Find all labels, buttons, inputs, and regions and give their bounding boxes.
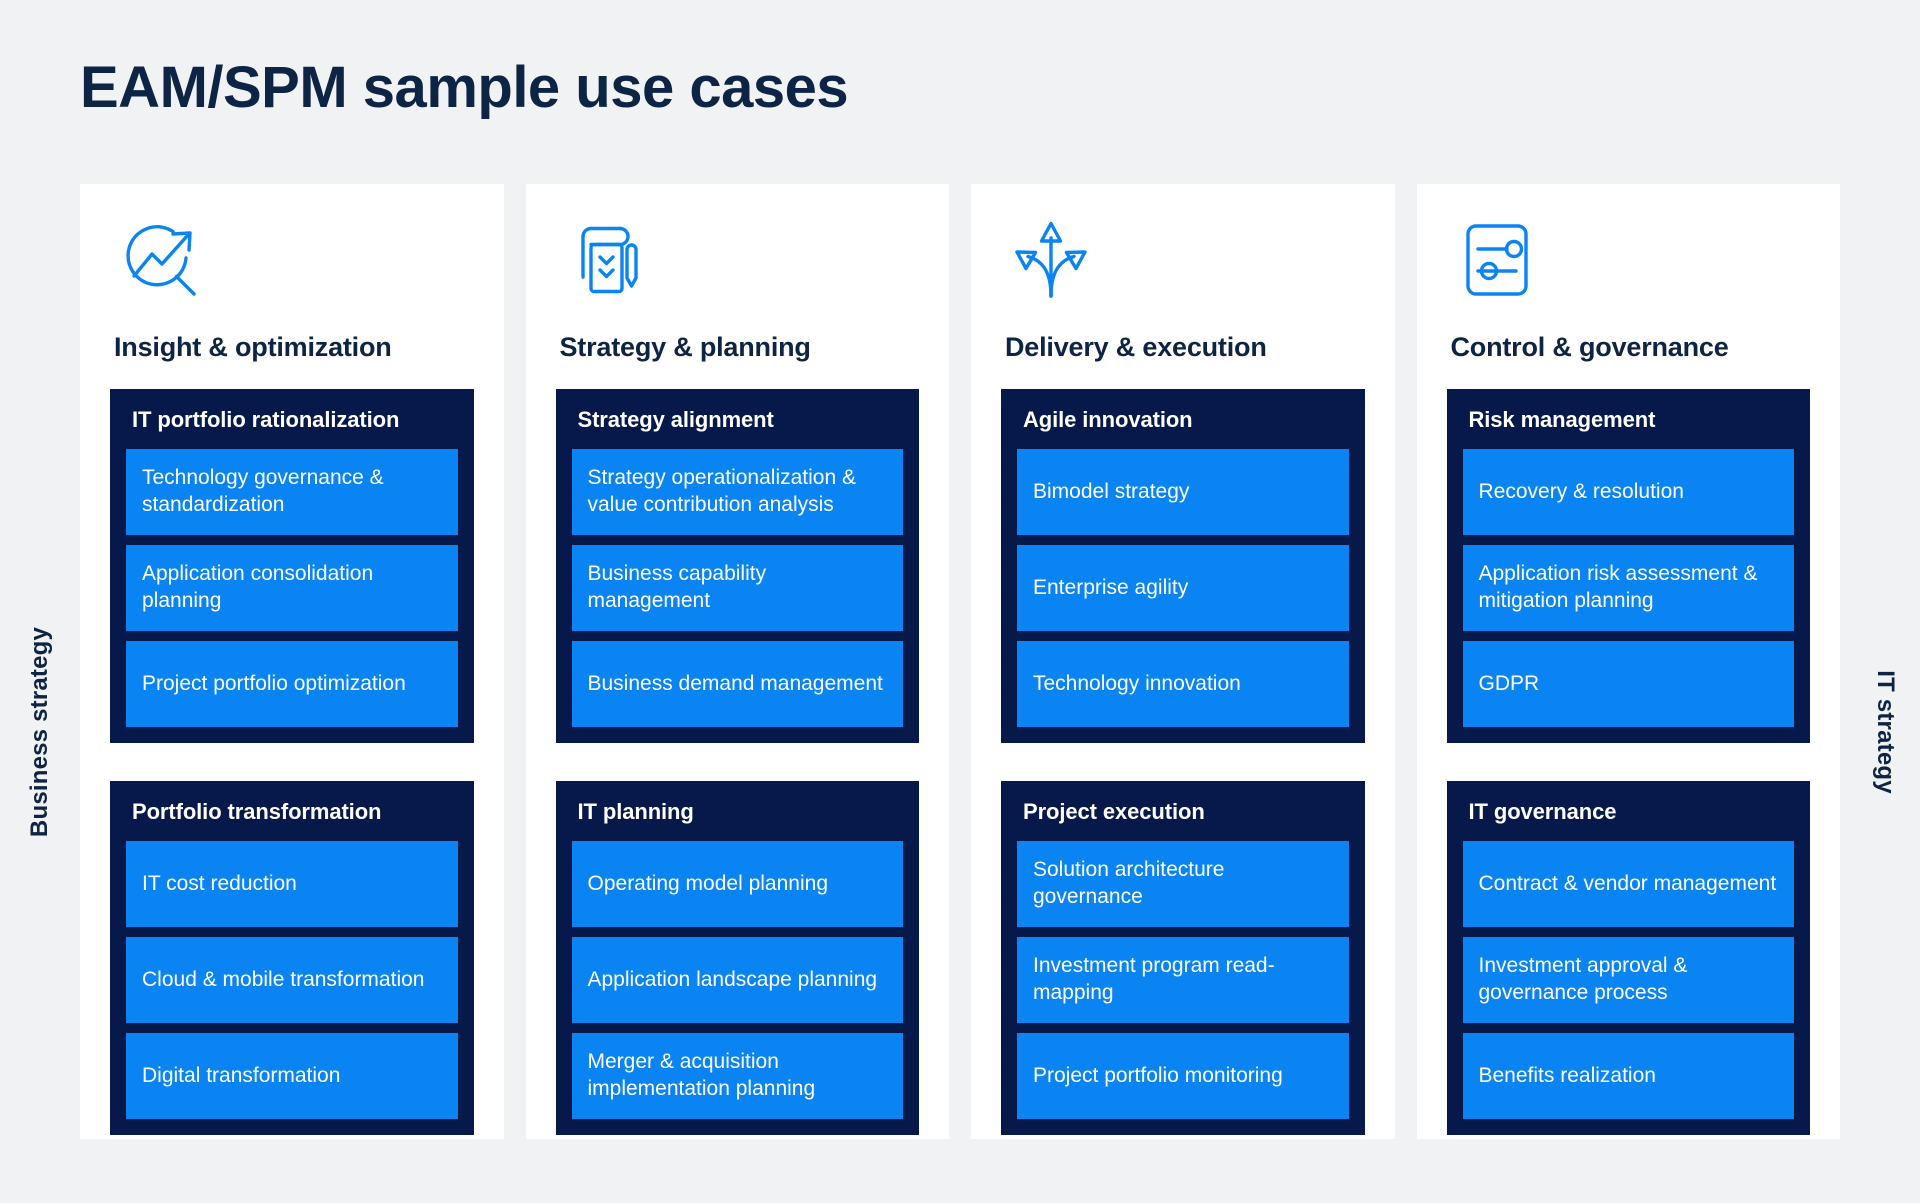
use-case-item[interactable]: Cloud & mobile transformation bbox=[126, 937, 458, 1023]
use-case-item[interactable]: Project portfolio monitoring bbox=[1017, 1033, 1349, 1119]
use-case-item[interactable]: Application landscape planning bbox=[571, 937, 903, 1023]
use-case-label: Solution architecture governance bbox=[1033, 858, 1225, 908]
use-case-label: Business demand management bbox=[587, 671, 883, 695]
use-case-label: Enterprise agility bbox=[1033, 575, 1189, 599]
group-title: Strategy alignment bbox=[577, 407, 774, 432]
column-card-delivery-execution: Delivery & execution Agile innovation Bi… bbox=[971, 184, 1395, 1139]
use-case-item[interactable]: Investment approval & governance process bbox=[1462, 937, 1794, 1023]
use-case-item[interactable]: Benefits realization bbox=[1462, 1033, 1794, 1119]
use-case-item[interactable]: Business demand management bbox=[571, 641, 903, 727]
group-title: IT governance bbox=[1468, 799, 1617, 824]
use-case-item[interactable]: Strategy operationalization & value cont… bbox=[571, 449, 903, 535]
use-case-item[interactable]: Application risk assessment & mitigation… bbox=[1462, 545, 1794, 631]
column-card-strategy-planning: Strategy & planning Strategy alignment S… bbox=[525, 184, 949, 1139]
use-case-item[interactable]: Application consolidation planning bbox=[126, 545, 458, 631]
group-title: Portfolio transformation bbox=[132, 799, 382, 824]
groups: Risk management Recovery & resolution Ap… bbox=[1446, 389, 1810, 1135]
use-case-label: Investment program read-mapping bbox=[1033, 954, 1275, 1004]
use-case-item[interactable]: Bimodel strategy bbox=[1017, 449, 1349, 535]
use-case-item[interactable]: Technology governance & standardization bbox=[126, 449, 458, 535]
use-case-item[interactable]: Digital transformation bbox=[126, 1033, 458, 1119]
use-case-item[interactable]: Recovery & resolution bbox=[1462, 449, 1794, 535]
use-case-item[interactable]: Technology innovation bbox=[1017, 641, 1349, 727]
group-items: IT cost reduction Cloud & mobile transfo… bbox=[126, 841, 458, 1119]
column-card-control-governance: Control & governance Risk management Rec… bbox=[1416, 184, 1840, 1139]
group-it-portfolio-rationalization: IT portfolio rationalization Technology … bbox=[110, 389, 474, 743]
use-case-label: Business capability management bbox=[587, 562, 767, 612]
column-heading: Delivery & execution bbox=[1005, 332, 1267, 362]
use-case-label: Contract & vendor management bbox=[1478, 871, 1777, 895]
use-case-item[interactable]: GDPR bbox=[1462, 641, 1794, 727]
use-case-label: Cloud & mobile transformation bbox=[142, 967, 425, 991]
group-strategy-alignment: Strategy alignment Strategy operationali… bbox=[555, 389, 919, 743]
notepad-pen-icon bbox=[560, 214, 920, 306]
group-risk-management: Risk management Recovery & resolution Ap… bbox=[1446, 389, 1810, 743]
group-title: IT portfolio rationalization bbox=[132, 407, 400, 432]
use-case-label: Merger & acquisition implementation plan… bbox=[587, 1050, 816, 1100]
column-heading: Insight & optimization bbox=[114, 332, 392, 362]
use-case-label: Technology governance & standardization bbox=[142, 466, 384, 516]
trend-analysis-icon bbox=[114, 214, 474, 306]
group-agile-innovation: Agile innovation Bimodel strategy Enterp… bbox=[1001, 389, 1365, 743]
group-portfolio-transformation: Portfolio transformation IT cost reducti… bbox=[110, 781, 474, 1135]
axis-label-business-strategy: Business strategy bbox=[26, 626, 53, 838]
use-case-label: Benefits realization bbox=[1478, 1063, 1656, 1087]
use-case-item[interactable]: IT cost reduction bbox=[126, 841, 458, 927]
group-title: IT planning bbox=[577, 799, 694, 824]
use-case-item[interactable]: Operating model planning bbox=[571, 841, 903, 927]
use-case-label: Investment approval & governance process bbox=[1478, 954, 1688, 1004]
use-case-item[interactable]: Enterprise agility bbox=[1017, 545, 1349, 631]
column-card-insight-optimization: Insight & optimization IT portfolio rati… bbox=[80, 184, 504, 1139]
use-case-item[interactable]: Merger & acquisition implementation plan… bbox=[571, 1033, 903, 1119]
group-items: Strategy operationalization & value cont… bbox=[571, 449, 903, 727]
use-case-label: Project portfolio monitoring bbox=[1033, 1063, 1283, 1087]
settings-sliders-icon bbox=[1451, 214, 1811, 306]
use-case-item[interactable]: Investment program read-mapping bbox=[1017, 937, 1349, 1023]
use-case-label: Application risk assessment & mitigation… bbox=[1478, 562, 1758, 612]
group-title: Risk management bbox=[1468, 407, 1656, 432]
use-case-item[interactable]: Business capability management bbox=[571, 545, 903, 631]
group-items: Recovery & resolution Application risk a… bbox=[1462, 449, 1794, 727]
use-case-label: Application landscape planning bbox=[587, 967, 878, 991]
use-case-label: Operating model planning bbox=[587, 871, 829, 895]
group-project-execution: Project execution Solution architecture … bbox=[1001, 781, 1365, 1135]
use-case-label: Project portfolio optimization bbox=[142, 671, 406, 695]
group-title: Agile innovation bbox=[1023, 407, 1193, 432]
use-case-label: Technology innovation bbox=[1033, 671, 1241, 695]
use-case-item[interactable]: Contract & vendor management bbox=[1462, 841, 1794, 927]
column-heading: Control & governance bbox=[1450, 332, 1729, 362]
group-title: Project execution bbox=[1023, 799, 1205, 824]
use-case-item[interactable]: Solution architecture governance bbox=[1017, 841, 1349, 927]
group-items: Technology governance & standardization … bbox=[126, 449, 458, 727]
group-items: Bimodel strategy Enterprise agility Tech… bbox=[1017, 449, 1349, 727]
use-case-item[interactable]: Project portfolio optimization bbox=[126, 641, 458, 727]
use-case-label: Digital transformation bbox=[142, 1063, 341, 1087]
use-case-label: Application consolidation planning bbox=[142, 562, 374, 612]
use-case-label: IT cost reduction bbox=[142, 871, 297, 895]
page-title: EAM/SPM sample use cases bbox=[80, 55, 849, 120]
use-case-label: Recovery & resolution bbox=[1478, 479, 1684, 503]
columns-container: Insight & optimization IT portfolio rati… bbox=[80, 184, 1840, 1139]
column-heading: Strategy & planning bbox=[559, 332, 811, 362]
group-items: Operating model planning Application lan… bbox=[571, 841, 903, 1119]
group-it-planning: IT planning Operating model planning App… bbox=[555, 781, 919, 1135]
group-it-governance: IT governance Contract & vendor manageme… bbox=[1446, 781, 1810, 1135]
group-items: Contract & vendor management Investment … bbox=[1462, 841, 1794, 1119]
group-items: Solution architecture governance Investm… bbox=[1017, 841, 1349, 1119]
use-case-label: Bimodel strategy bbox=[1033, 479, 1190, 503]
axis-label-it-strategy: IT strategy bbox=[1872, 670, 1899, 794]
groups: Strategy alignment Strategy operationali… bbox=[555, 389, 919, 1135]
use-case-label: GDPR bbox=[1478, 671, 1540, 695]
diverging-arrows-icon bbox=[1005, 214, 1365, 306]
use-case-label: Strategy operationalization & value cont… bbox=[587, 466, 857, 516]
groups: IT portfolio rationalization Technology … bbox=[110, 389, 474, 1135]
groups: Agile innovation Bimodel strategy Enterp… bbox=[1001, 389, 1365, 1135]
